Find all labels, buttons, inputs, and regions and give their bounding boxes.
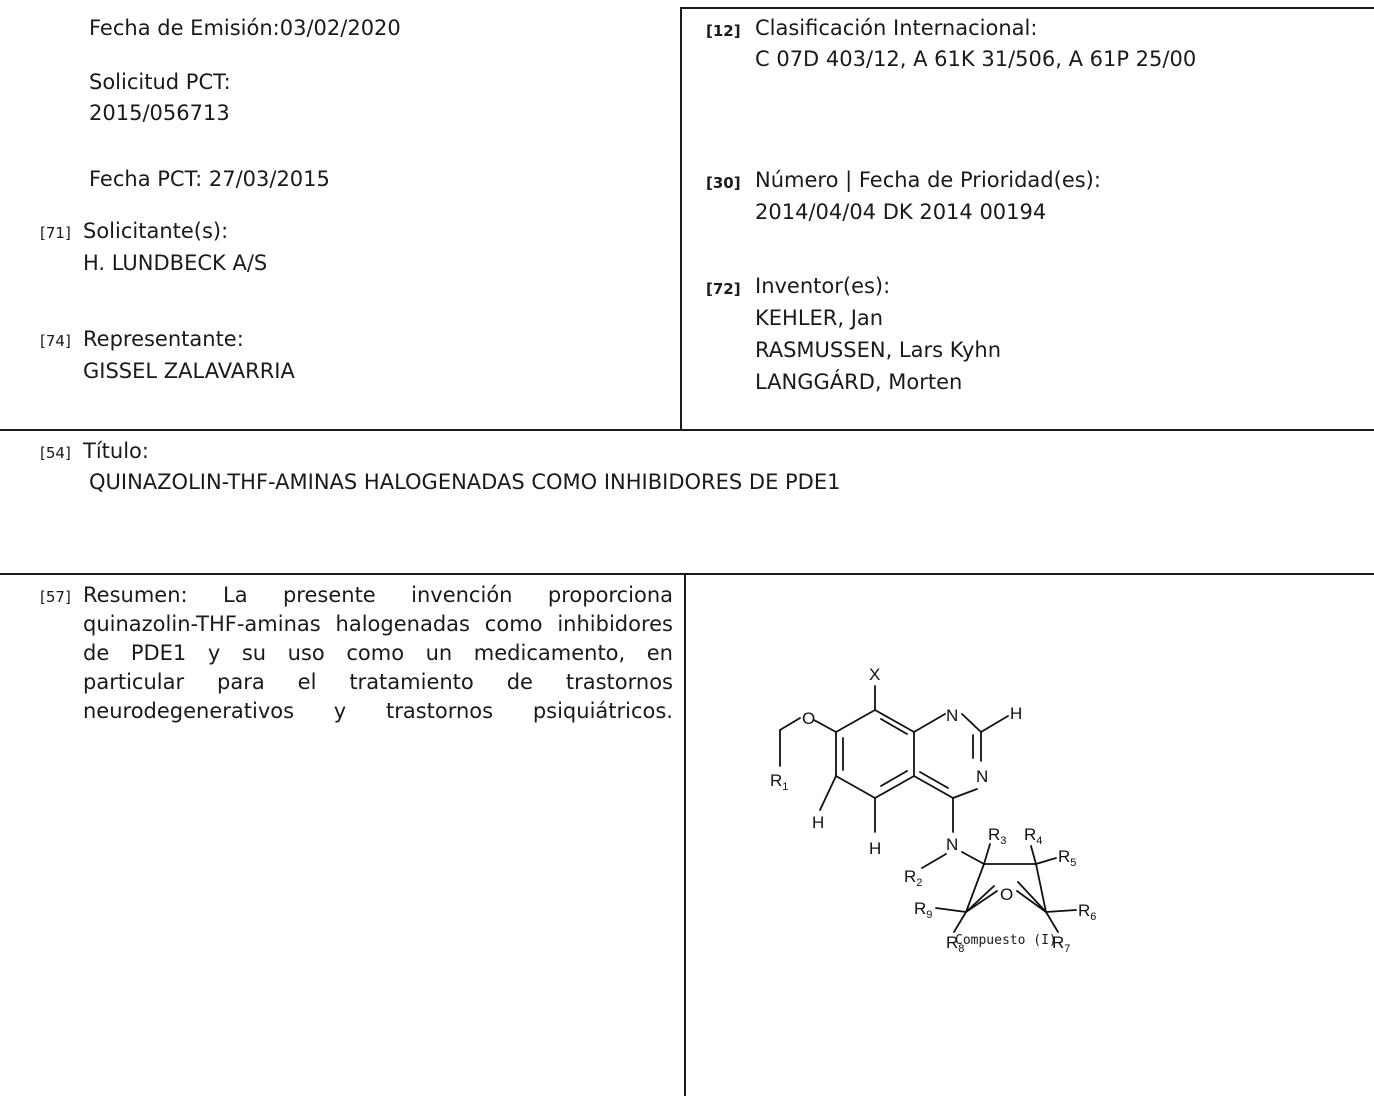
top-rule-right	[680, 7, 1374, 9]
atom-h3: H	[869, 839, 881, 858]
abstract-line-1: Resumen: La presente invención proporcio…	[83, 583, 673, 607]
clasificacion-value: C 07D 403/12, A 61K 31/506, A 61P 25/00	[755, 47, 1197, 71]
inventor-3: LANGGÁRD, Morten	[755, 370, 963, 394]
abstract-divider	[684, 573, 686, 1096]
atom-n1: N	[946, 706, 958, 725]
abstract-text: Resumen: La presente invención proporcio…	[83, 581, 673, 726]
header-bottom-rule	[0, 429, 1374, 431]
atom-h1: H	[1010, 704, 1022, 723]
solicitante-label: Solicitante(s):	[83, 219, 229, 243]
atom-r9: R9	[914, 899, 932, 921]
chemical-structure: X O N H N R1 H H N R2 R3 R4 R5 R6 R7 R8 …	[770, 665, 1096, 955]
code-72: [72]	[706, 280, 741, 298]
titulo-label: Título:	[83, 439, 149, 463]
atom-r4: R4	[1024, 825, 1042, 847]
solicitud-pct-label: Solicitud PCT:	[89, 70, 231, 94]
representante-value: GISSEL ZALAVARRIA	[83, 359, 295, 383]
atom-r8: R8	[946, 933, 964, 955]
prioridad-label: Número | Fecha de Prioridad(es):	[755, 168, 1101, 192]
abstract-line-4: particular para el tratamiento de trasto…	[83, 670, 673, 694]
atom-r6: R6	[1078, 901, 1096, 923]
code-74: [74]	[40, 332, 71, 350]
inventor-1: KEHLER, Jan	[755, 306, 884, 330]
atom-r7: R7	[1052, 933, 1070, 955]
atom-n2: N	[976, 767, 988, 786]
fecha-emision: Fecha de Emisión:03/02/2020	[89, 16, 401, 40]
solicitud-pct-value: 2015/056713	[89, 101, 230, 125]
abstract-line-3: de PDE1 y su uso como un medicamento, en	[83, 641, 673, 665]
code-30: [30]	[706, 174, 741, 192]
solicitante-value: H. LUNDBECK A/S	[83, 251, 268, 275]
header-divider	[680, 7, 682, 431]
atom-r1: R1	[770, 771, 788, 793]
atom-n3: N	[946, 835, 958, 854]
clasificacion-label: Clasificación Internacional:	[755, 16, 1038, 40]
inventor-2: RASMUSSEN, Lars Kyhn	[755, 338, 1002, 362]
representante-label: Representante:	[83, 327, 244, 351]
code-54: [54]	[40, 444, 71, 462]
code-71: [71]	[40, 224, 71, 242]
abstract-top-rule	[0, 573, 1374, 575]
abstract-line-2: quinazolin-THF-aminas halogenadas como i…	[83, 612, 673, 636]
atom-o1: O	[802, 709, 815, 728]
atom-o2: O	[1000, 885, 1013, 904]
prioridad-value: 2014/04/04 DK 2014 00194	[755, 200, 1047, 224]
figure-caption: Compuesto (I)	[955, 933, 1057, 948]
atom-h2: H	[812, 813, 824, 832]
atom-x: X	[869, 665, 880, 684]
abstract-line-5: neurodegenerativos y trastornos psiquiát…	[83, 699, 673, 723]
code-57: [57]	[40, 588, 71, 606]
titulo-value: QUINAZOLIN-THF-AMINAS HALOGENADAS COMO I…	[89, 470, 841, 494]
atom-r5: R5	[1058, 847, 1076, 869]
code-12: [12]	[706, 22, 741, 40]
inventores-label: Inventor(es):	[755, 274, 891, 298]
atom-r3: R3	[988, 825, 1006, 847]
atom-r2: R2	[904, 867, 922, 889]
fecha-pct: Fecha PCT: 27/03/2015	[89, 167, 330, 191]
